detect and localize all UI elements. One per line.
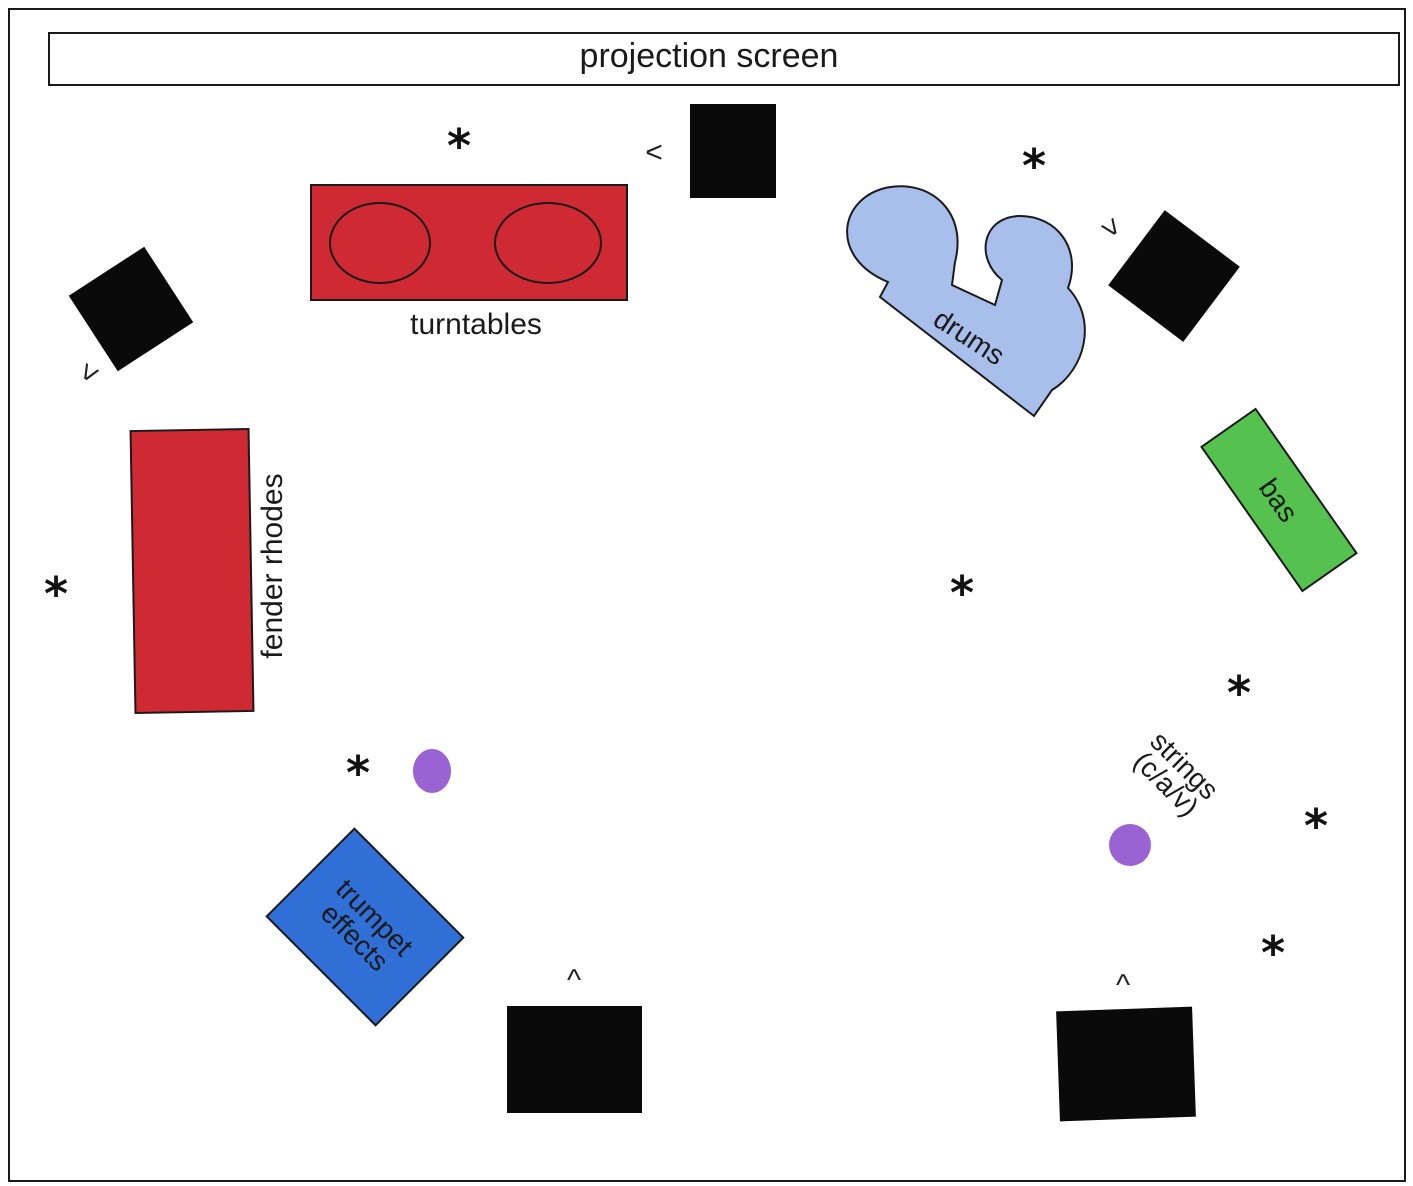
asterisk-icon: * [1022, 139, 1046, 193]
asterisk-icon: * [950, 566, 974, 620]
asterisk-icon: * [346, 746, 370, 800]
microphone-icon [1109, 824, 1151, 866]
turntable-left-platter [329, 202, 431, 284]
monitor-direction-icon: ^ [1116, 969, 1130, 1002]
projection-screen-box [48, 32, 1400, 86]
turntable-right-platter [494, 202, 602, 284]
microphone-icon [413, 749, 451, 793]
asterisk-icon: * [447, 119, 471, 173]
projection-screen-label: projection screen [580, 37, 839, 75]
asterisk-icon: * [44, 567, 68, 621]
monitor-direction-icon: ^ [567, 964, 581, 997]
speaker-icon [690, 104, 776, 198]
asterisk-icon: * [1304, 799, 1328, 853]
trumpet-effects: trumpet effects [265, 827, 465, 1027]
turntables: turntables [310, 184, 628, 341]
speaker-icon [1056, 1006, 1196, 1122]
projection-screen: projection screen [48, 32, 1400, 86]
asterisk-icon: * [1227, 666, 1251, 720]
fender-rhodes: fender rhodes [129, 427, 289, 715]
speaker-icon [507, 1006, 642, 1113]
asterisk-icon: * [1261, 926, 1285, 980]
speaker-icon [68, 246, 194, 372]
monitor-direction-icon: < [645, 136, 663, 169]
bass: bas [1200, 407, 1358, 593]
speaker-icon [1108, 210, 1240, 342]
turntables-label: turntables [410, 308, 542, 341]
trumpet-effects-body [265, 827, 465, 1027]
fender-rhodes-body [129, 427, 255, 715]
drums-kit-shape [846, 185, 1086, 418]
turntables-deck [310, 184, 628, 301]
drums: drums [846, 185, 1086, 418]
bass-body [1200, 407, 1358, 593]
fender-rhodes-label: fender rhodes [256, 473, 289, 658]
